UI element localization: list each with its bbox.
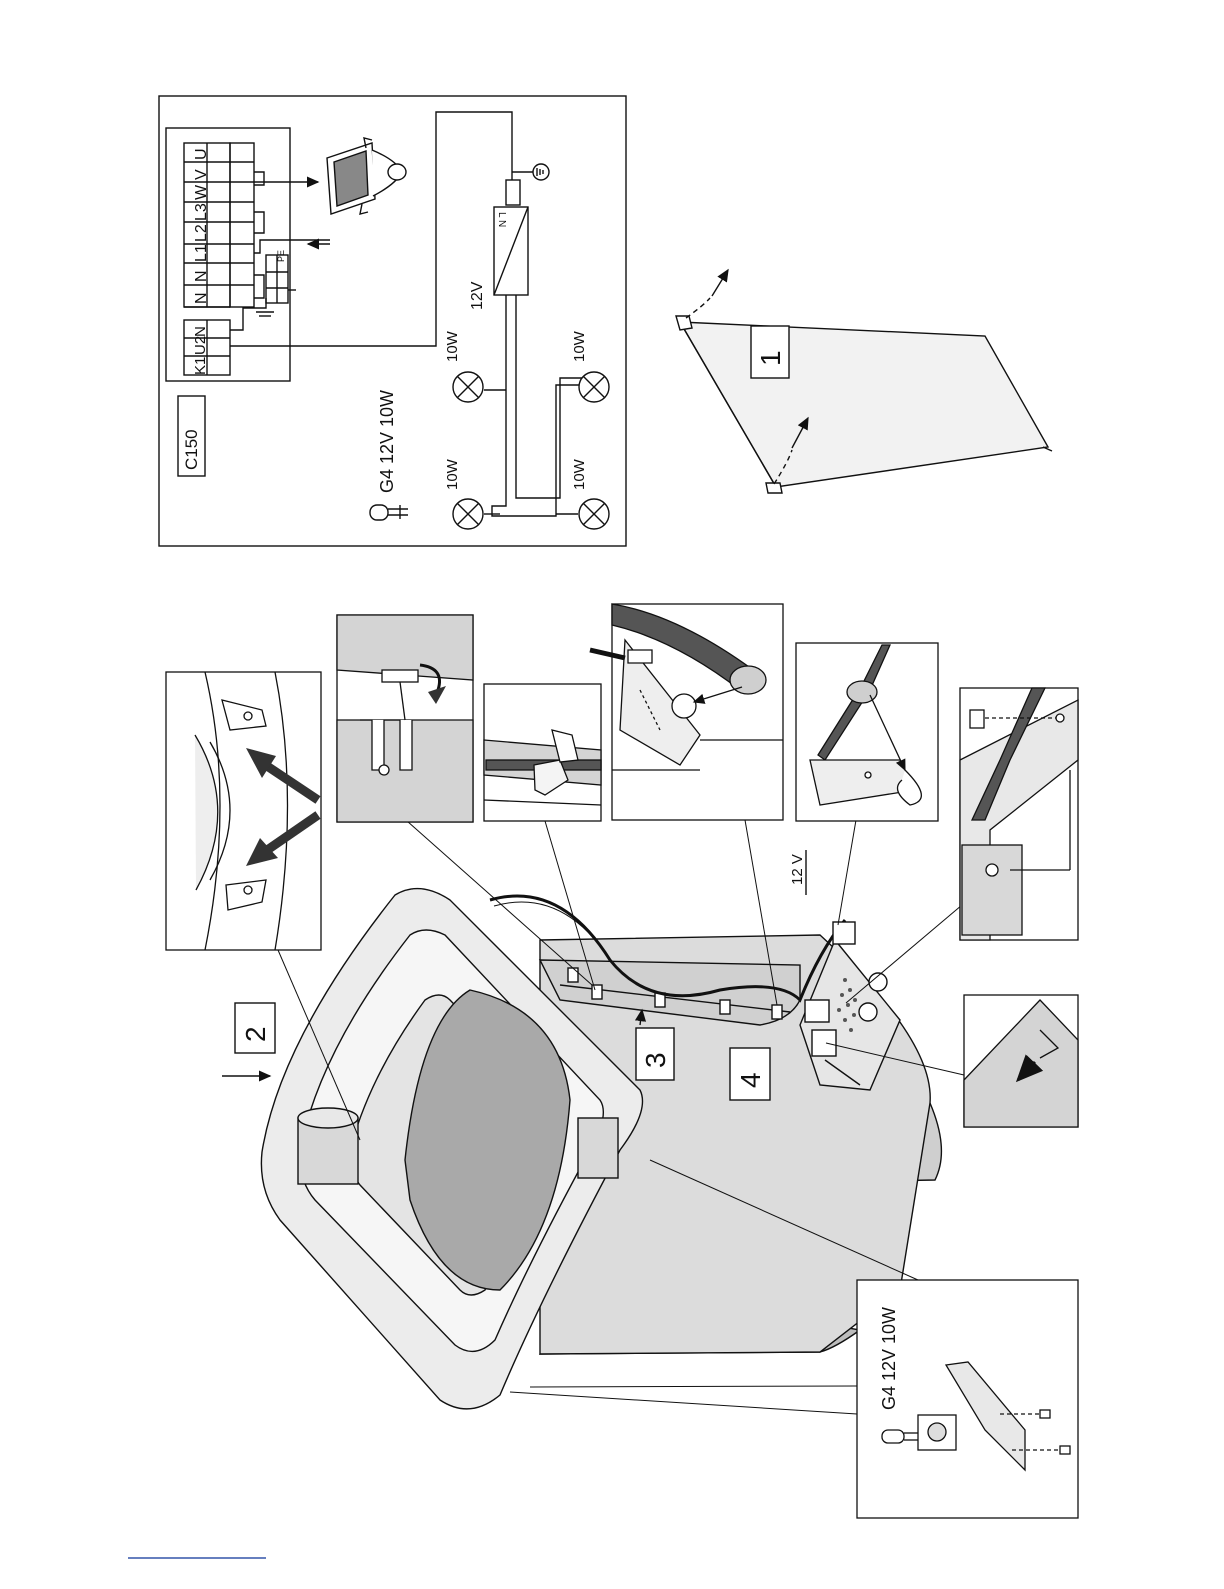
detail-lamp-holder [857,1280,1078,1518]
detail-tab [964,995,1078,1127]
plug-connector [506,180,520,205]
detail-latch [337,615,473,822]
detail-grommet [590,604,783,820]
panel-1-cover [676,270,1052,493]
step-1-box [751,326,789,378]
step-4-box [730,1048,770,1100]
wiring-diagram [159,96,626,546]
detail-tray-clip [484,684,601,821]
step-2-box [235,1003,275,1053]
step-3-box [636,1028,674,1080]
detail-screw [960,688,1078,940]
detail-cable-hook [796,643,938,821]
detail-2-clips [166,672,321,950]
model-box [178,396,205,476]
cassette-unit [222,850,941,1409]
